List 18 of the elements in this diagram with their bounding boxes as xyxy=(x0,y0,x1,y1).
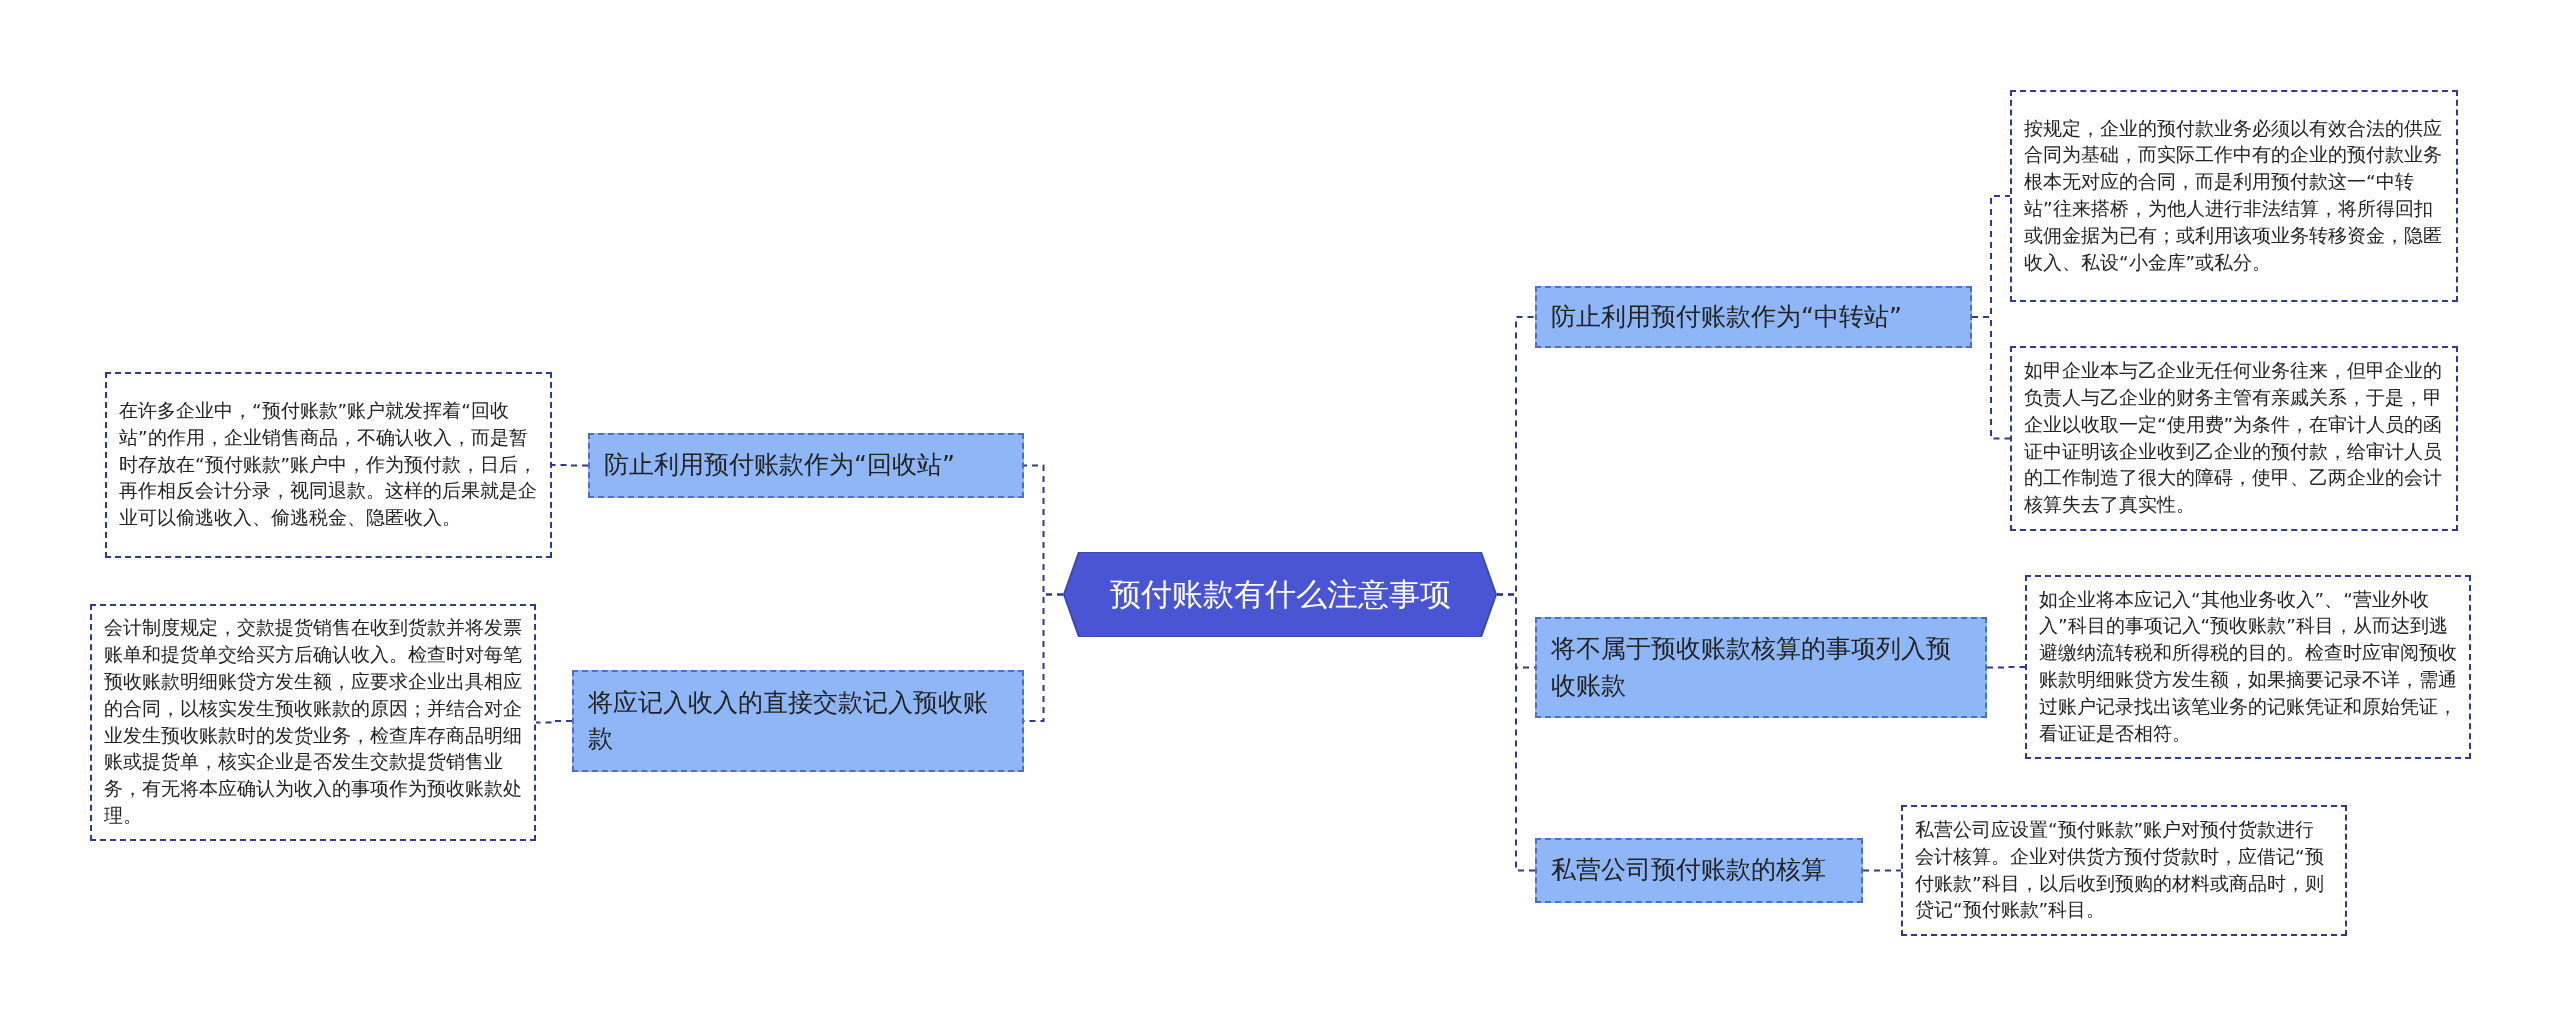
note-box: 如甲企业本与乙企业无任何业务往来，但甲企业的负责人与乙企业的财务主管有亲戚关系，于是，甲企业以收取一定“使用费”为条件，在审计人员的函证中证明该企业收到乙企业的预付款，给审计人员的工作制造了很大的障碍，使甲、乙两企业的会计核算失去了真实性。 xyxy=(2010,346,2458,531)
topic-box: 私营公司预付账款的核算 xyxy=(1535,838,1863,903)
root-topic-hexagon: 预付账款有什么注意事项 xyxy=(1063,552,1497,637)
connector-line xyxy=(1862,869,1902,872)
topic-box: 防止利用预付账款作为“回收站” xyxy=(588,433,1024,498)
note-box: 私营公司应设置“预付账款”账户对预付货款进行会计核算。企业对供货方预付货款时，应借记“预付账款”科目，以后收到预购的材料或商品时，则贷记“预付账款”科目。 xyxy=(1901,805,2347,936)
connector-line xyxy=(1496,593,1536,872)
topic-box: 将不属于预收账款核算的事项列入预收账款 xyxy=(1535,617,1987,718)
note-box: 会计制度规定，交款提货销售在收到货款并将发票账单和提货单交给买方后确认收入。检查时对每笔预收账款明细账贷方发生额，应要求企业出具相应的合同，以核实发生预收账款的原因；并结合对企业发生预收账款时的发货业务，检查库存商品明细账或提货单，核实企业是否发生交款提货销售业务，有无将本应确认为收入的事项作为预收账款处理。 xyxy=(90,604,536,841)
connector-line xyxy=(1986,666,2026,669)
connector-line xyxy=(535,720,573,724)
note-box: 按规定，企业的预付款业务必须以有效合法的供应合同为基础，而实际工作中有的企业的预付款业务根本无对应的合同，而是利用预付款这一“中转站”往来搭桥，为他人进行非法结算，将所得回扣或佣金据为已有；或利用该项业务转移资金，隐匿收入、私设“小金库”或私分。 xyxy=(2010,90,2458,302)
connector-line xyxy=(1971,316,2011,440)
topic-box: 防止利用预付账款作为“中转站” xyxy=(1535,286,1972,348)
topic-box: 将应记入收入的直接交款记入预收账款 xyxy=(572,670,1024,772)
note-box: 在许多企业中，“预付账款”账户就发挥着“回收站”的作用，企业销售商品，不确认收入，而是暂时存放在“预付账款”账户中，作为预付款，日后，再作相反会计分录，视同退款。这样的后果就是企业可以偷逃收入、偷逃税金、隐匿收入。 xyxy=(105,372,552,558)
note-box: 如企业将本应记入“其他业务收入”、“营业外收入”科目的事项记入“预收账款”科目，从而达到逃避缴纳流转税和所得税的目的。检查时应审阅预收账款明细账贷方发生额，如果摘要记录不详，需通过账户记录找出该笔业务的记账凭证和原始凭证，看证证是否相符。 xyxy=(2025,575,2471,759)
connector-line xyxy=(551,464,589,467)
